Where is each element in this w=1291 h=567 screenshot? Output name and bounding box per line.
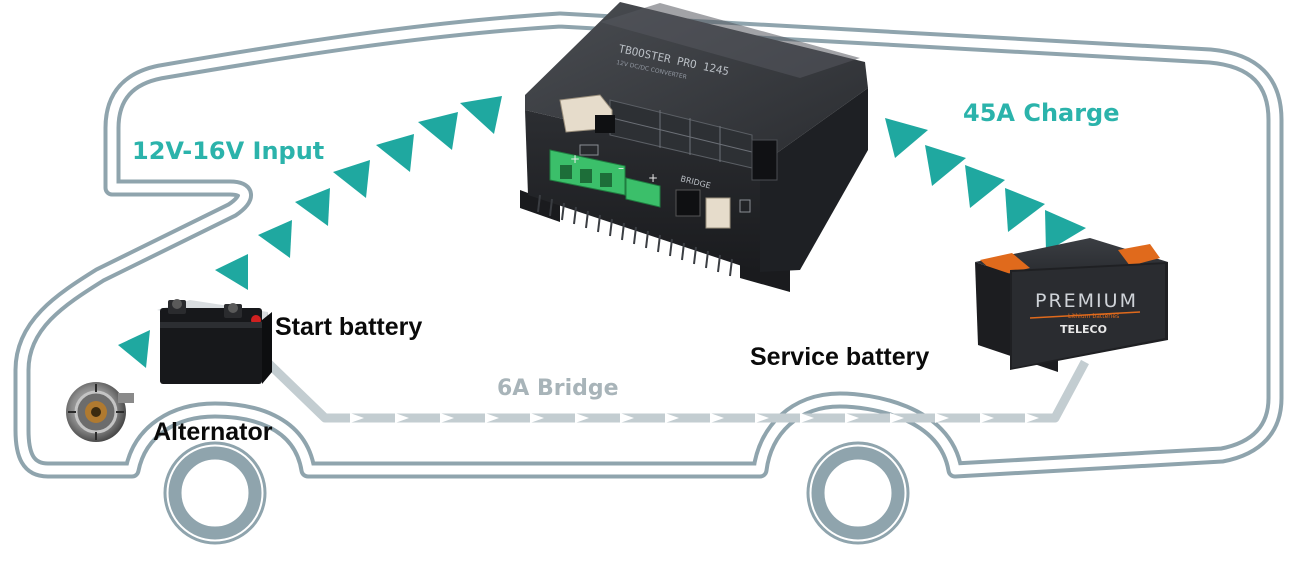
device-plus-left: + bbox=[570, 152, 580, 166]
start-battery-label: Start battery bbox=[275, 313, 423, 341]
device-plus-right: + bbox=[648, 171, 658, 185]
input-arrow-4 bbox=[295, 188, 330, 226]
charge-arrow-1 bbox=[885, 118, 928, 158]
dc-dc-converter bbox=[520, 2, 868, 292]
input-arrow-6 bbox=[376, 134, 414, 172]
bridge-path bbox=[261, 356, 1089, 423]
charge-arrow-2 bbox=[925, 145, 966, 186]
bridge-label: 6A Bridge bbox=[497, 376, 619, 401]
alternator-label: Alternator bbox=[153, 418, 273, 446]
input-arrow-3 bbox=[258, 220, 292, 258]
service-battery-tagline: Lithium batteries bbox=[1068, 313, 1119, 320]
input-arrows bbox=[118, 96, 502, 368]
input-arrow-5 bbox=[333, 160, 370, 198]
charge-arrow-4 bbox=[1005, 188, 1045, 232]
input-arrow-8 bbox=[460, 96, 502, 134]
input-arrow-7 bbox=[418, 112, 458, 150]
input-label: 12V-16V Input bbox=[132, 137, 325, 165]
alternator bbox=[66, 382, 134, 442]
service-battery-label: Service battery bbox=[750, 343, 930, 371]
charge-arrows bbox=[885, 118, 1086, 252]
input-arrow-1 bbox=[118, 330, 150, 368]
device-minus: – bbox=[618, 161, 624, 175]
charge-label: 45A Charge bbox=[963, 99, 1120, 127]
charge-arrow-3 bbox=[965, 165, 1005, 208]
charge-arrow-5 bbox=[1045, 210, 1086, 252]
service-battery-brand: PREMIUM bbox=[1035, 290, 1138, 312]
motorhome-outline bbox=[13, 11, 1284, 479]
input-arrow-2 bbox=[215, 254, 248, 290]
service-battery-maker: TELECO bbox=[1060, 323, 1107, 336]
service-battery bbox=[975, 238, 1168, 372]
rear-wheel bbox=[806, 441, 910, 545]
start-battery bbox=[157, 299, 272, 384]
front-wheel bbox=[163, 441, 267, 545]
